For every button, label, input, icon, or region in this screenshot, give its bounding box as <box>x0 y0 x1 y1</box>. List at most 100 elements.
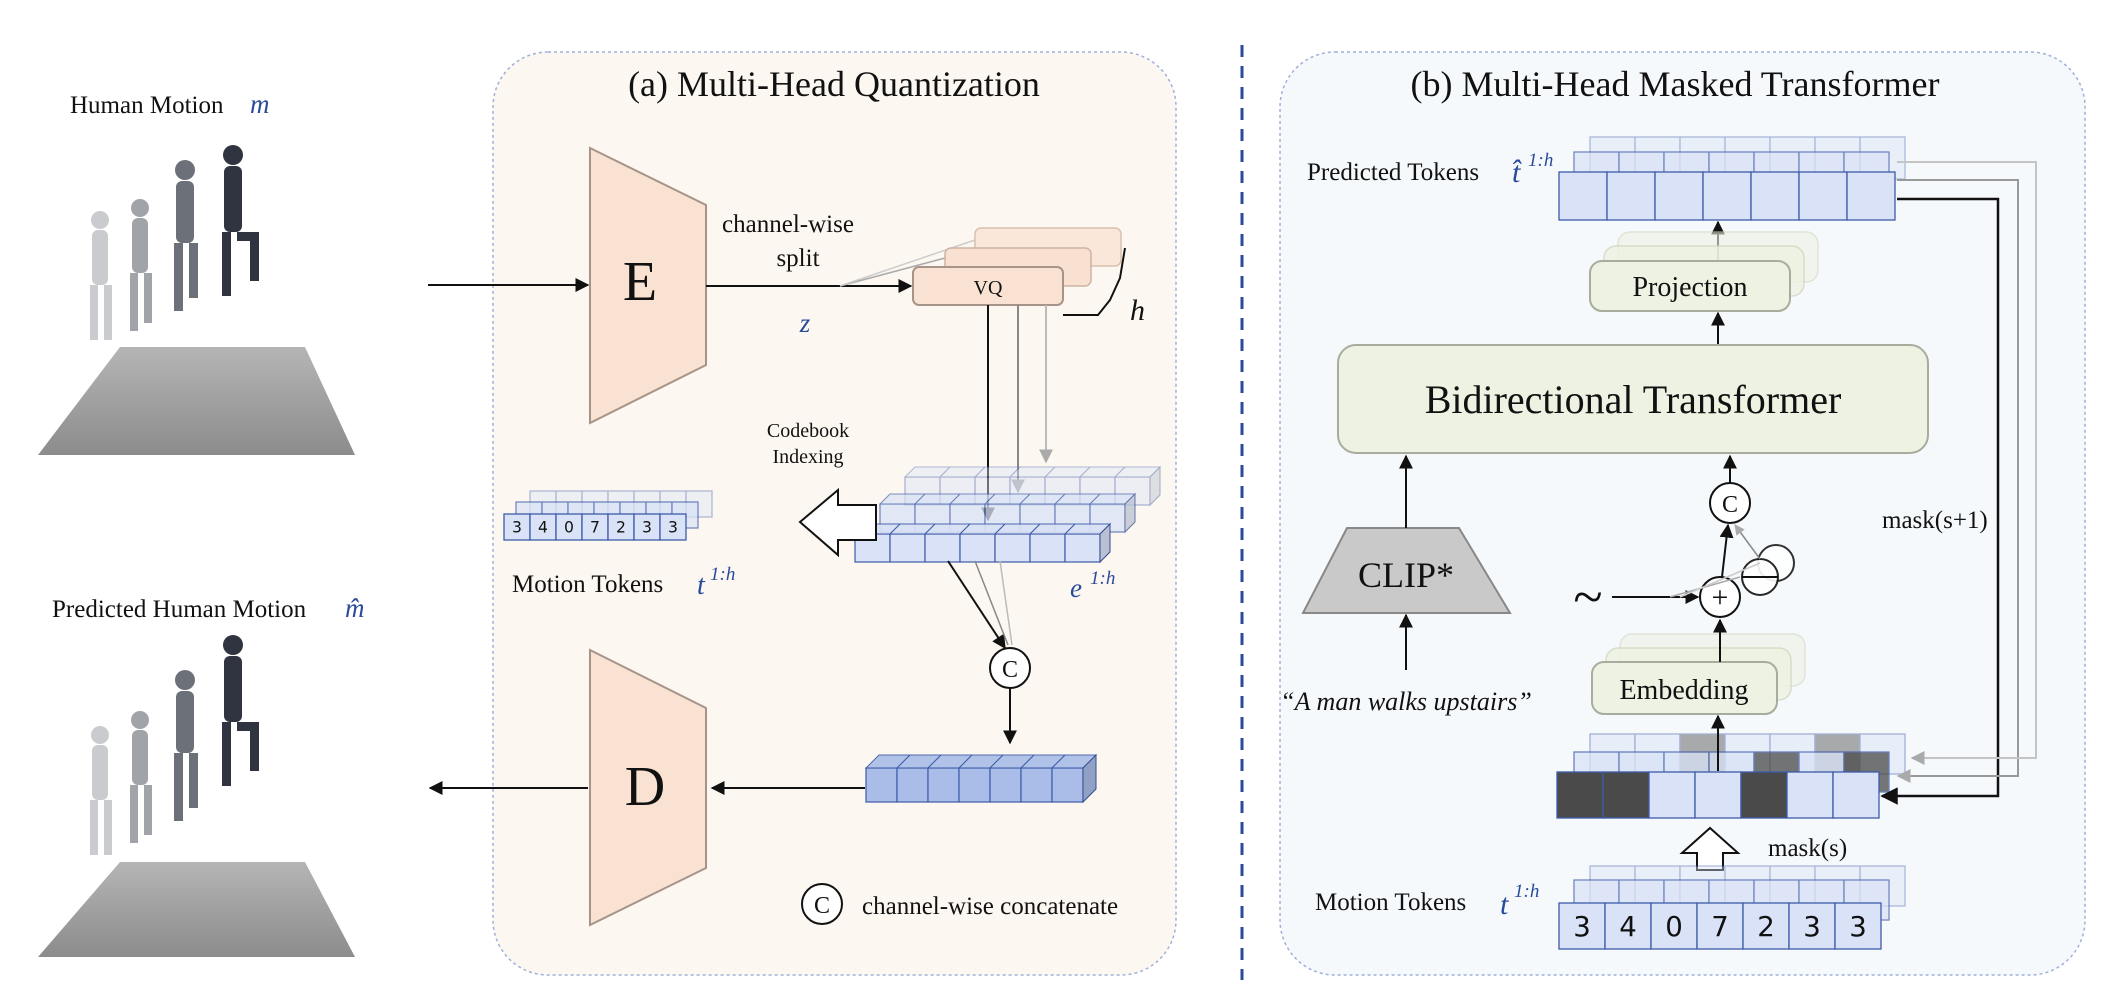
legend-concat-icon <box>801 883 843 925</box>
panel-a-title: (a) Multi-Head Quantization <box>628 64 1040 104</box>
tensor-cell <box>1064 533 1101 563</box>
decoder-label: D <box>625 756 665 818</box>
tensor-cell <box>1029 533 1066 563</box>
e-superscript: 1:h <box>1090 568 1115 589</box>
feedback-loop-1 <box>1880 197 2000 805</box>
token-value: 3 <box>1849 910 1867 943</box>
token-value: 3 <box>642 519 652 537</box>
predicted-motion-illustration <box>38 635 355 957</box>
tensor-cell <box>924 533 961 563</box>
tensor-side <box>1124 492 1136 534</box>
predicted-tokens-label: Predicted Tokens <box>1307 159 1479 186</box>
token-cell <box>1558 902 1606 950</box>
mask-arrow <box>1679 826 1741 871</box>
token-value: 2 <box>1757 910 1775 943</box>
token-cell <box>1786 771 1834 819</box>
predicted-motion-symbol: m̂ <box>345 593 365 623</box>
token-cell <box>633 513 661 541</box>
token-cell <box>1556 771 1604 819</box>
token-value: 3 <box>1573 910 1591 943</box>
e-symbol: e <box>1070 573 1082 603</box>
concat-node-a-label: C <box>1002 657 1018 683</box>
token-cell <box>1798 171 1848 221</box>
token-cell <box>1834 902 1882 950</box>
tensor-cell <box>959 533 996 563</box>
codebook-label-1: Codebook <box>767 420 849 442</box>
embedding-block <box>1591 661 1778 715</box>
tensor-top <box>903 466 952 478</box>
tensor-cell <box>994 533 1031 563</box>
e-tensor-stack <box>853 465 1162 564</box>
legend-text: channel-wise concatenate <box>862 893 1118 920</box>
predicted-tokens-stack <box>1558 136 1906 221</box>
z-symbol: z <box>799 308 811 338</box>
encoder-block <box>589 146 707 425</box>
token-cell <box>1702 171 1752 221</box>
motion-tokens-b-label: Motion Tokens <box>1315 889 1466 916</box>
bidirectional-transformer-label: Bidirectional Transformer <box>1425 377 1842 422</box>
encoder-label: E <box>623 251 657 313</box>
tensor-cell <box>889 533 926 563</box>
token-cell <box>1650 902 1698 950</box>
noise-symbol: ~ <box>1573 567 1602 627</box>
tensor-side <box>1099 522 1111 564</box>
plus-node-1-label: + <box>1712 581 1729 614</box>
indexing-arrow <box>798 487 877 558</box>
token-cell <box>1648 771 1696 819</box>
predicted-tokens-superscript: 1:h <box>1528 150 1553 171</box>
token-cell <box>1740 771 1788 819</box>
token-cell <box>1654 171 1704 221</box>
token-value: 7 <box>1711 910 1729 943</box>
concat-node-b-label: C <box>1722 492 1738 518</box>
noise-line-3 <box>1679 562 1761 598</box>
tensor-top <box>1043 466 1092 478</box>
embedding-label: Embedding <box>1619 675 1748 706</box>
token-value: 3 <box>1803 910 1821 943</box>
feedback-loop-3 <box>1897 161 2037 765</box>
legend-concat-symbol: C <box>814 893 830 919</box>
split-label-2: split <box>776 245 819 272</box>
masked-tokens-stack <box>1556 733 1906 819</box>
token-cell <box>1602 771 1650 819</box>
tensor-cell <box>958 767 991 803</box>
token-cell <box>1846 171 1896 221</box>
tensor-cell <box>1051 767 1084 803</box>
plus-node-1 <box>1699 576 1741 618</box>
h-brace <box>1063 247 1126 316</box>
human-motion-symbol: m <box>250 89 270 119</box>
tensor-cell <box>989 767 1022 803</box>
e-to-concat-line-2 <box>974 560 1009 646</box>
tensor-top <box>973 466 1022 478</box>
panel-b-background <box>1279 51 2086 976</box>
token-value: 0 <box>1665 910 1683 943</box>
e-to-concat-line-3 <box>999 560 1013 646</box>
token-value: 4 <box>538 519 548 537</box>
clip-block <box>1301 527 1512 614</box>
clip-label: CLIP* <box>1358 555 1454 595</box>
tensor-top <box>1078 466 1127 478</box>
panel-b-title: (b) Multi-Head Masked Transformer <box>1411 64 1940 104</box>
human-motion-label: Human Motion <box>70 92 224 119</box>
token-cell <box>1604 902 1652 950</box>
token-value: 2 <box>616 519 626 537</box>
token-cell <box>503 513 531 541</box>
tensor-side <box>1149 465 1161 507</box>
plus2-to-concat-arrow <box>1734 524 1761 560</box>
motion-tokens-b-symbol: t <box>1500 888 1509 921</box>
token-value: 3 <box>512 519 522 537</box>
tensor-cell <box>1020 767 1053 803</box>
text-prompt: “A man walks upstairs” <box>1280 687 1532 716</box>
tensor-cell <box>865 767 898 803</box>
tensor-top <box>1008 466 1057 478</box>
token-value: 4 <box>1619 910 1637 943</box>
token-cell <box>1832 771 1880 819</box>
tensor-cell <box>896 767 929 803</box>
token-value: 7 <box>590 519 600 537</box>
codebook-label-2: Indexing <box>772 446 843 468</box>
token-cell <box>1558 171 1608 221</box>
token-cell <box>529 513 557 541</box>
human-motion-input-illustration <box>38 145 355 455</box>
tensor-side <box>1082 753 1097 804</box>
